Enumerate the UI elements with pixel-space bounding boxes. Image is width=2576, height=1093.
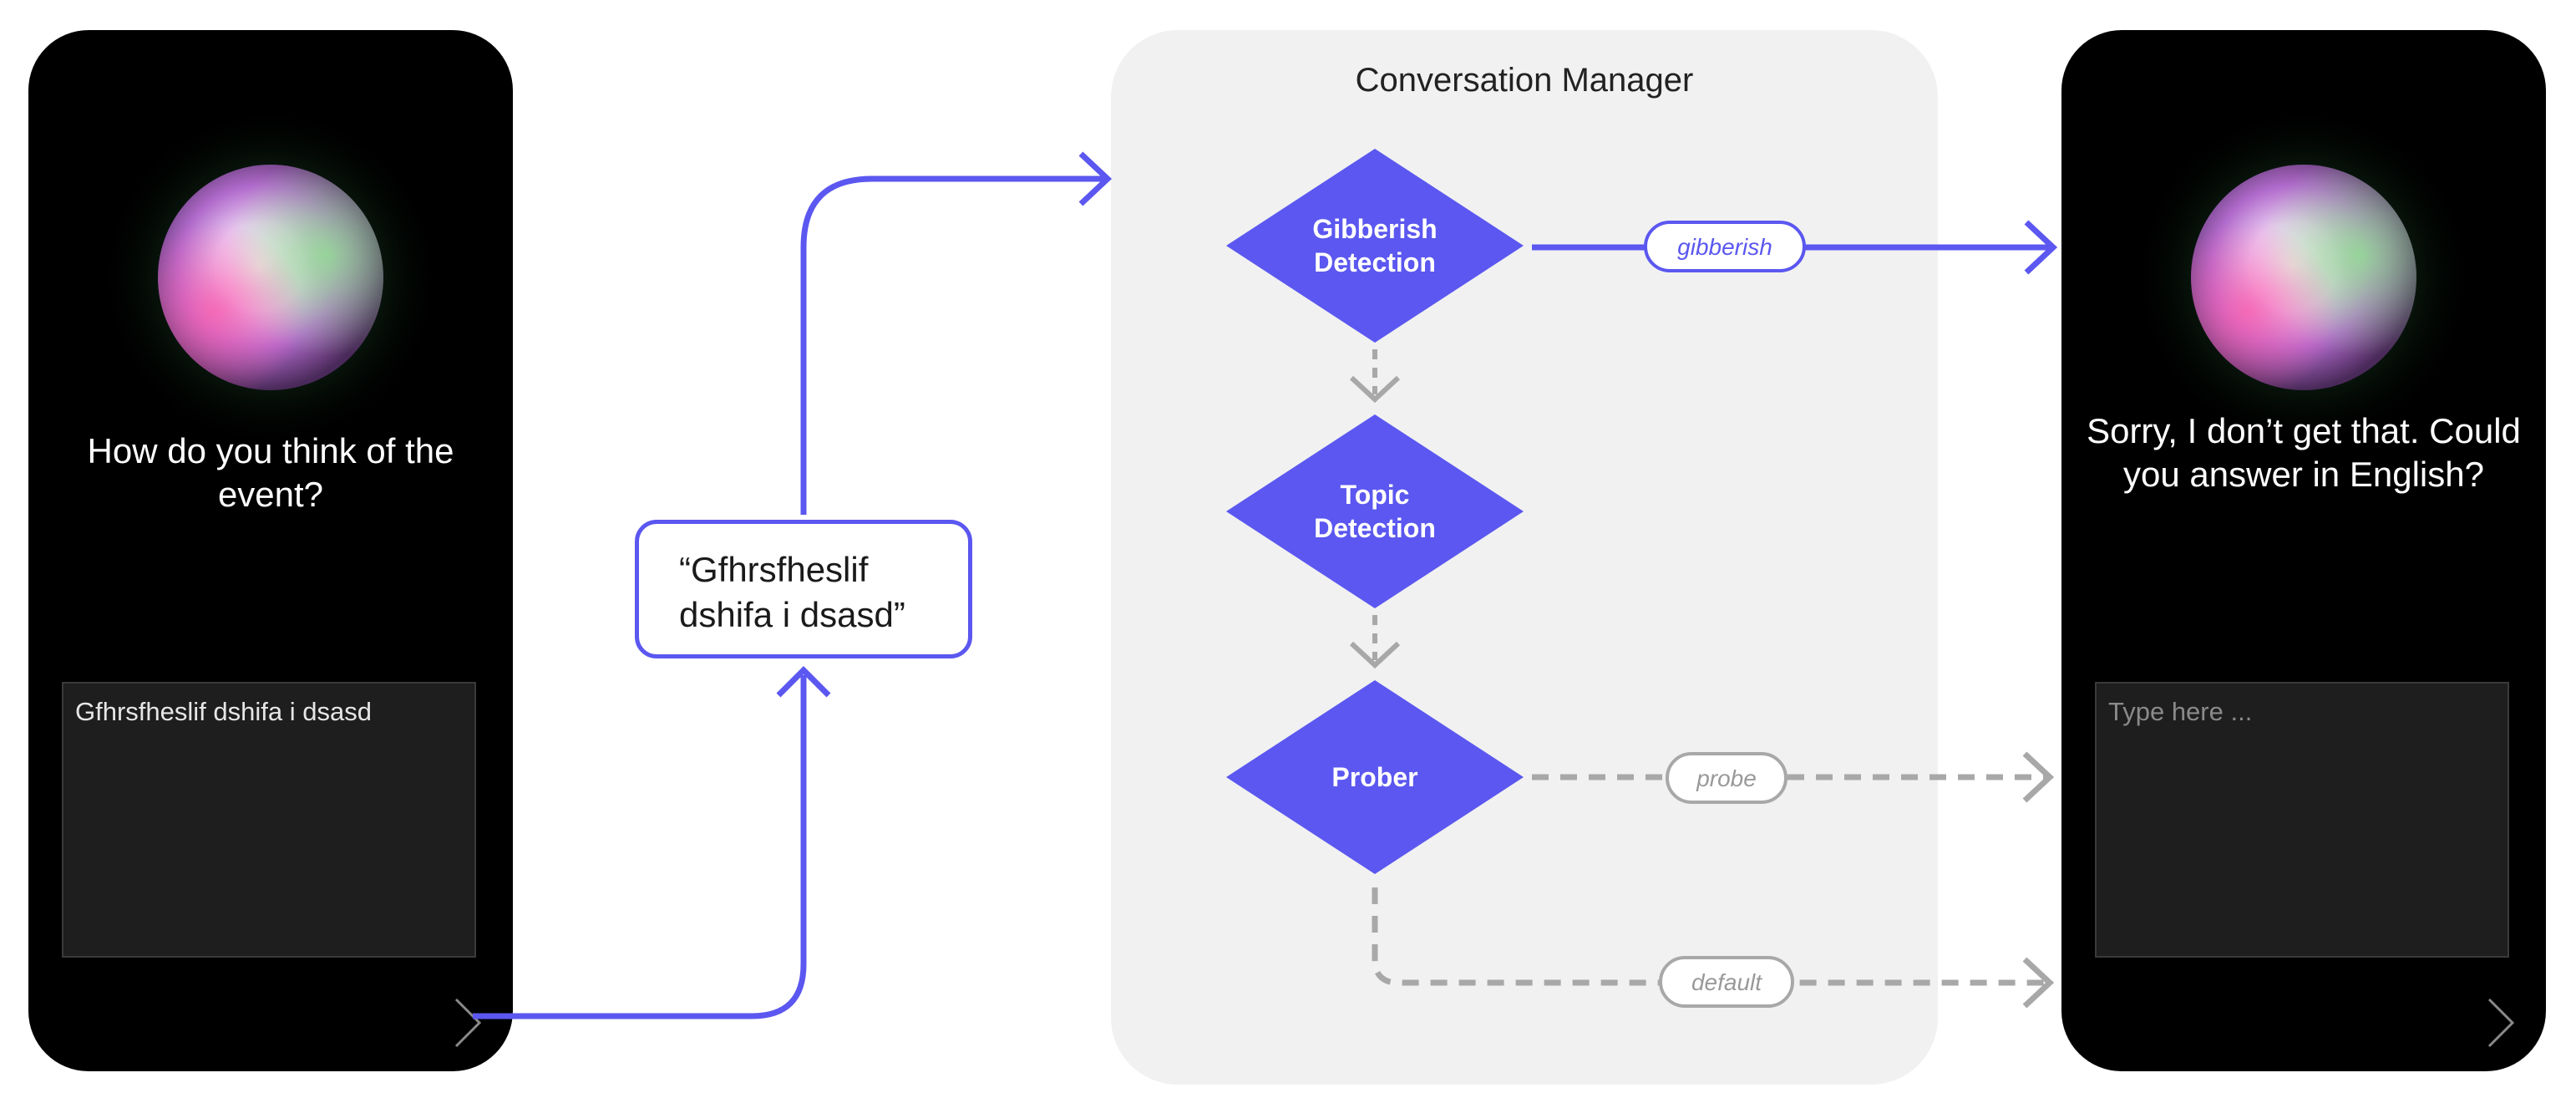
arrowhead-down-icon <box>1349 375 1401 404</box>
prober-node <box>1226 680 1524 874</box>
node-label-line: Detection <box>1314 247 1436 277</box>
send-chevron-icon[interactable] <box>453 996 483 1050</box>
default-edge-line <box>1372 887 2046 986</box>
assistant-orb-icon <box>99 106 442 449</box>
node-label-line: Topic <box>1340 480 1410 510</box>
right-phone-screen: Sorry, I don’t get that. Could you answe… <box>2061 30 2546 1071</box>
assistant-reply: Sorry, I don’t get that. Could you answe… <box>2087 411 2521 494</box>
arrowhead-right-icon <box>2022 957 2055 1009</box>
prober-label: Prober <box>1250 760 1500 794</box>
left-phone-screen: How do you think of the event? Gfhrsfhes… <box>28 30 513 1071</box>
bubble-line-2: dshifa i dsasd” <box>679 595 905 634</box>
manager-title: Conversation Manager <box>1355 62 1694 99</box>
topic-detection-node <box>1226 414 1524 608</box>
assistant-question: How do you think of the event? <box>87 431 454 514</box>
flow-line-to-bubble <box>473 675 807 1019</box>
answer-input[interactable]: Type here ... <box>2095 682 2509 958</box>
user-message-bubble: “Gfhrsfheslif dshifa i dsasd” <box>635 520 972 658</box>
arrowhead-up-icon <box>776 666 831 698</box>
conversation-manager-panel: Conversation Manager <box>1111 30 1938 1085</box>
gibberish-edge-label: gibberish <box>1644 221 1806 272</box>
bubble-line-1: “Gfhrsfheslif <box>679 550 869 589</box>
arrowhead-right-icon <box>2024 220 2058 275</box>
gibberish-detection-label: Gibberish Detection <box>1250 212 1500 279</box>
send-chevron-icon[interactable] <box>2486 996 2516 1050</box>
answer-input[interactable]: Gfhrsfheslif dshifa i dsasd <box>62 682 476 958</box>
assistant-orb-icon <box>2132 106 2475 449</box>
probe-edge-label: probe <box>1666 752 1787 804</box>
node-label-line: Prober <box>1331 762 1418 792</box>
arrowhead-down-icon <box>1349 641 1401 669</box>
default-edge-label: default <box>1659 956 1794 1008</box>
node-label-line: Gibberish <box>1312 214 1438 244</box>
topic-detection-label: Topic Detection <box>1250 478 1500 545</box>
arrowhead-right-icon <box>1078 151 1113 206</box>
arrowhead-right-icon <box>2022 751 2055 803</box>
gibberish-detection-node <box>1226 149 1524 343</box>
flow-line-to-manager <box>800 175 1106 515</box>
node-label-line: Detection <box>1314 513 1436 543</box>
